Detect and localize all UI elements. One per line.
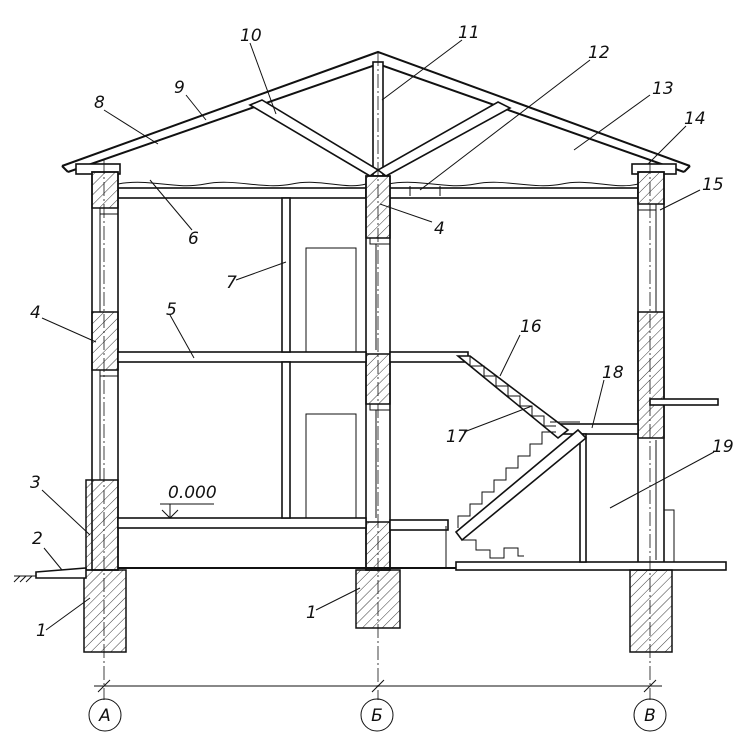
callout-label: 11 [458, 23, 480, 43]
callout-label: 10 [240, 26, 262, 46]
axis-label-v: В [644, 706, 656, 726]
callout-label: 1 [306, 603, 317, 623]
axis-marker-a [88, 698, 122, 732]
staircase [454, 355, 588, 559]
callout-label: 8 [94, 93, 105, 113]
callout-label: 6 [188, 229, 199, 249]
callout-label: 18 [602, 363, 624, 383]
callout-label: 7 [226, 273, 237, 293]
callout-label: 5 [166, 300, 177, 320]
callout-label: 17 [446, 427, 468, 447]
callout-label: 3 [30, 473, 41, 493]
axis-label-b: Б [371, 706, 383, 726]
callout-label: 14 [684, 109, 706, 129]
level-mark-label: 0.000 [168, 483, 217, 503]
partitions [281, 197, 587, 563]
callout-label: 16 [520, 317, 542, 337]
axis-lines [94, 52, 662, 700]
left-exterior-wall [85, 171, 119, 571]
callout-labels: 1 1 2 3 4 4 5 6 7 8 9 10 11 12 13 14 15 … [30, 23, 734, 641]
axis-label-a: А [98, 706, 111, 726]
callout-label: 1 [36, 621, 47, 641]
foundations [13, 567, 673, 653]
callout-label: 9 [174, 78, 185, 98]
callout-label: 19 [712, 437, 734, 457]
leader-lines [41, 39, 715, 631]
right-exterior-wall [637, 171, 719, 571]
callout-label: 15 [702, 175, 724, 195]
roof [61, 50, 691, 177]
callout-label: 12 [588, 43, 610, 63]
callout-label: 13 [652, 79, 674, 99]
callout-label: 4 [434, 219, 445, 239]
axis-markers: А Б В [88, 698, 667, 732]
callout-label: 4 [30, 303, 41, 323]
callout-label: 2 [32, 529, 43, 549]
floor-slabs [117, 351, 727, 571]
level-mark: 0.000 [160, 483, 217, 519]
axis-marker-v [633, 698, 667, 732]
axis-marker-b [360, 698, 394, 732]
